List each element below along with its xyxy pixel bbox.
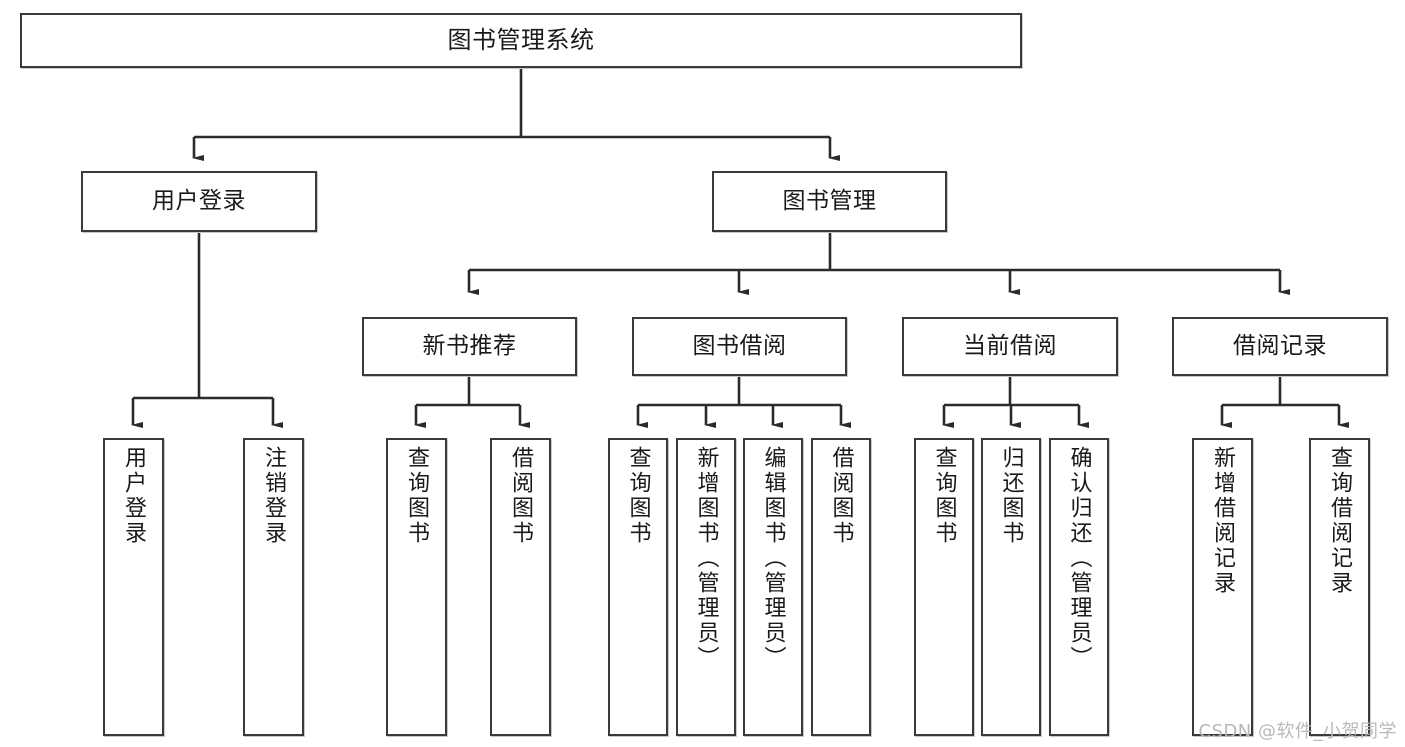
node-label: 新增借阅记录 [1210,446,1236,596]
node-label: 查询图书 [625,446,651,546]
node-label: 图书管理 [782,187,877,214]
node-label: 借阅图书 [828,446,854,546]
node-label: 查询图书 [404,446,430,546]
node-label: 查询借阅记录 [1327,446,1353,596]
node-label: 借阅图书 [508,446,534,546]
leaf-new-book-query-book[interactable]: 查询图书 [386,438,447,736]
node-label: 当前借阅 [963,332,1057,359]
leaf-book-borrow-edit-book-admin[interactable]: 编辑图书（管理员） [743,438,803,736]
node-current-borrow[interactable]: 当前借阅 [902,317,1118,376]
leaf-new-book-borrow-book[interactable]: 借阅图书 [490,438,551,736]
leaf-book-borrow-borrow-book[interactable]: 借阅图书 [811,438,871,736]
node-book-borrow[interactable]: 图书借阅 [632,317,847,376]
node-label: 确认归还（管理员） [1066,446,1092,671]
leaf-user-login-login[interactable]: 用户登录 [103,438,164,736]
leaf-current-borrow-query-book[interactable]: 查询图书 [914,438,974,736]
node-label: 用户登录 [121,446,147,546]
node-label: 图书借阅 [692,332,787,359]
node-label: 用户登录 [152,187,246,214]
leaf-current-borrow-confirm-return-admin[interactable]: 确认归还（管理员） [1049,438,1109,736]
node-book-management[interactable]: 图书管理 [712,171,947,232]
node-label: 归还图书 [998,446,1024,546]
leaf-borrow-record-query-record[interactable]: 查询借阅记录 [1309,438,1370,736]
node-user-login[interactable]: 用户登录 [81,171,317,232]
leaf-current-borrow-return-book[interactable]: 归还图书 [981,438,1041,736]
leaf-borrow-record-add-record[interactable]: 新增借阅记录 [1192,438,1253,736]
node-label: 新书推荐 [422,332,517,359]
leaf-book-borrow-add-book-admin[interactable]: 新增图书（管理员） [676,438,736,736]
node-borrow-record[interactable]: 借阅记录 [1172,317,1388,376]
node-label: 借阅记录 [1233,332,1327,359]
leaf-book-borrow-query-book[interactable]: 查询图书 [608,438,668,736]
leaf-user-login-logout[interactable]: 注销登录 [243,438,304,736]
node-label: 查询图书 [931,446,957,546]
node-label: 编辑图书（管理员） [760,446,786,671]
node-label: 新增图书（管理员） [693,446,719,671]
node-label: 图书管理系统 [447,26,595,55]
node-label: 注销登录 [261,446,287,546]
node-new-book-recommend[interactable]: 新书推荐 [362,317,577,376]
csdn-watermark: CSDN @软件_小贺同学 [1198,721,1397,742]
node-root-book-management-system[interactable]: 图书管理系统 [20,13,1022,68]
